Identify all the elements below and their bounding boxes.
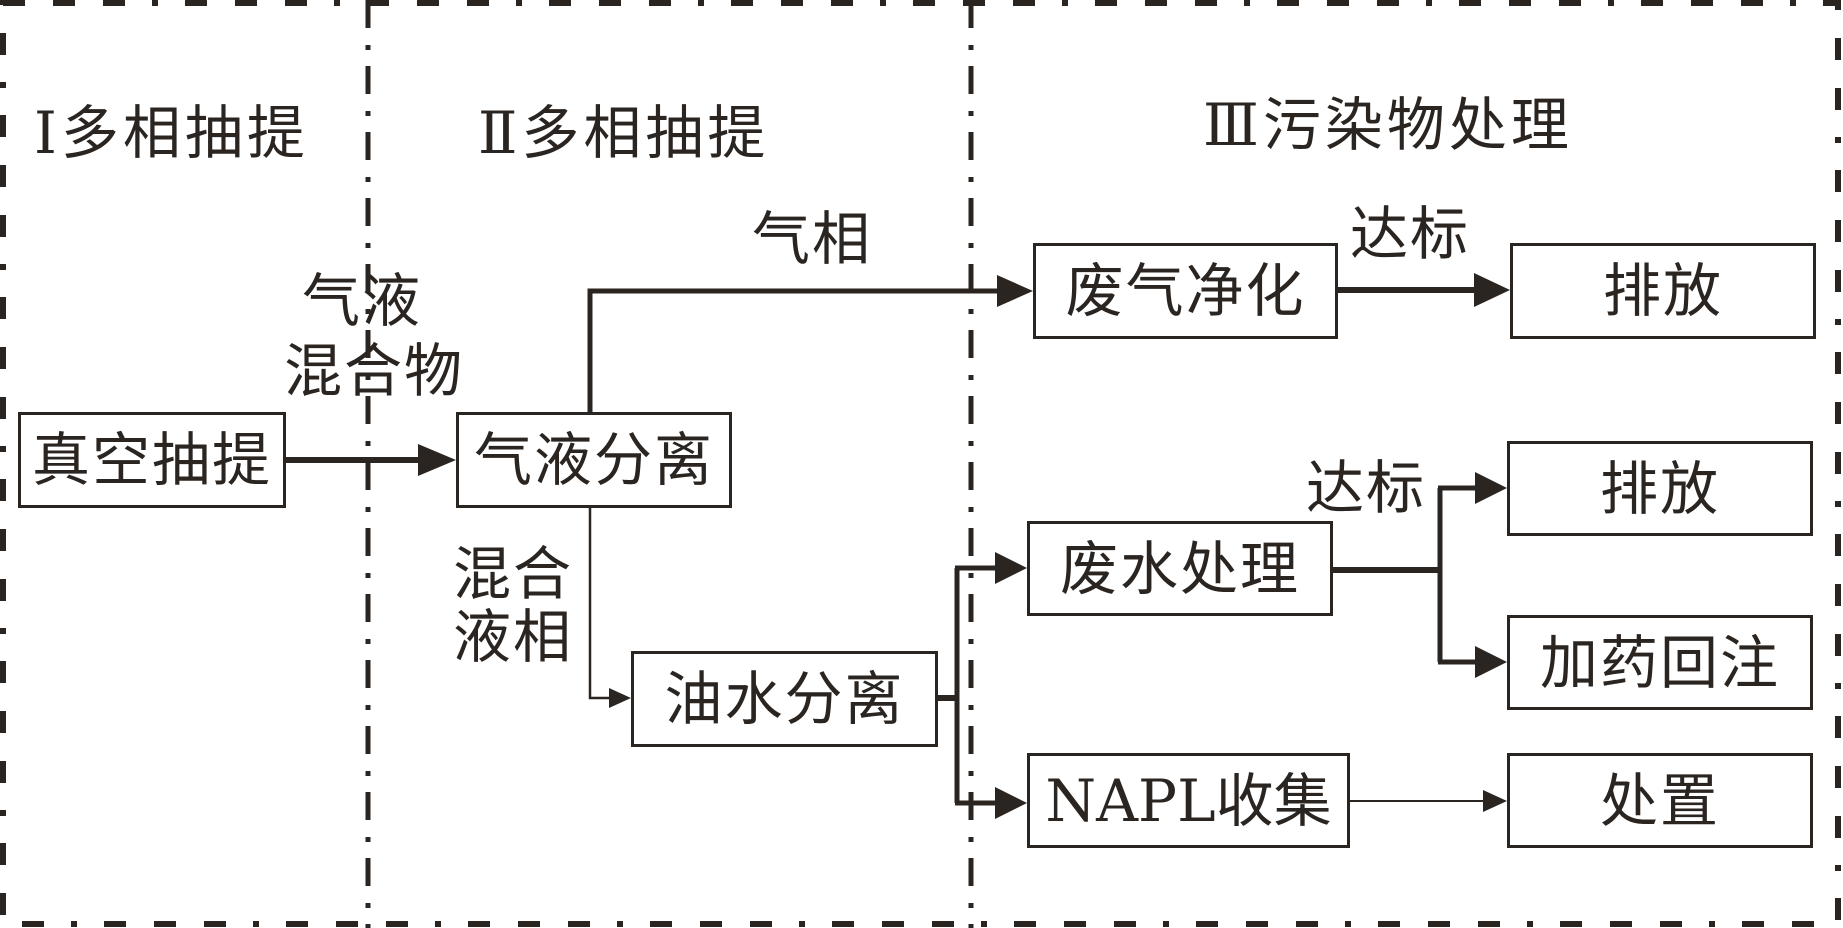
label-mixed-liquid-2: 液相 [453, 603, 574, 671]
arrowhead [997, 275, 1033, 307]
arrowhead [609, 688, 631, 708]
node-waste-gas-purification: 废气净化 [1033, 243, 1338, 339]
node-dosing-reinjection: 加药回注 [1507, 615, 1813, 710]
node-vacuum-extraction: 真空抽提 [18, 412, 286, 508]
arrowhead [1475, 472, 1507, 504]
node-gas-liquid-separation: 气液分离 [456, 412, 732, 508]
arrowhead [418, 444, 456, 476]
label-meets-standard-gas: 达标 [1350, 200, 1471, 268]
arrowhead [1474, 273, 1510, 307]
node-wastewater-treatment: 废水处理 [1027, 521, 1333, 616]
label-mixed-liquid-1: 混合 [453, 540, 574, 608]
arrowhead [1483, 790, 1507, 812]
arrowhead [1475, 646, 1507, 678]
stage-header-1: Ⅰ多相抽提 [34, 99, 309, 167]
node-discharge-gas: 排放 [1510, 243, 1816, 339]
edge-gasliquid-to-oilwater [588, 507, 612, 700]
stage-header-2: Ⅱ多相抽提 [478, 99, 770, 167]
stage-header-3: Ⅲ污染物处理 [1203, 91, 1573, 159]
edge-gasliquid-to-wastegas [587, 288, 1000, 412]
label-gas-liquid-mixture-2: 混合物 [284, 337, 465, 405]
label-meets-standard-water: 达标 [1306, 454, 1427, 522]
node-disposal: 处置 [1507, 753, 1813, 848]
arrowhead [995, 787, 1027, 819]
label-gas-liquid-mixture-1: 气液 [302, 267, 423, 335]
node-oil-water-separation: 油水分离 [631, 651, 938, 747]
label-gas-phase: 气相 [752, 205, 873, 273]
arrowhead [995, 552, 1027, 584]
node-discharge-water: 排放 [1507, 441, 1813, 536]
node-napl-collection: NAPL收集 [1027, 753, 1350, 848]
